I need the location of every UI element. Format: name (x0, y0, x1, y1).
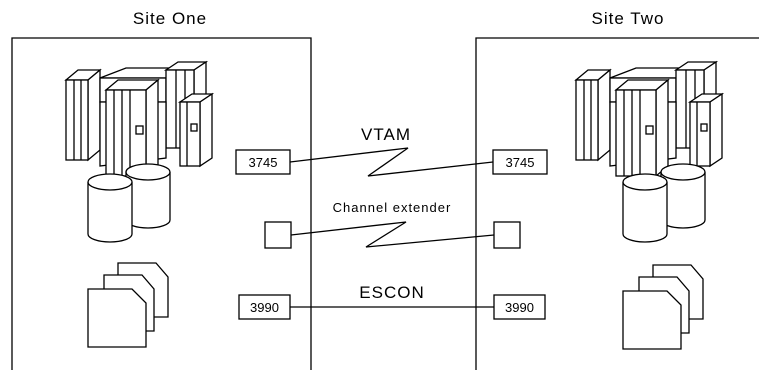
vtam-link-line (289, 147, 494, 177)
vtam-left-device-label: 3745 (249, 155, 278, 170)
site-one-title: Site One (133, 9, 207, 28)
mainframe-icon (65, 61, 213, 177)
vtam-right-device-label: 3745 (506, 155, 535, 170)
channel-extender-left-box (264, 221, 292, 249)
tape-cartridges-icon (87, 262, 169, 348)
disk-storage-icon (622, 163, 706, 243)
mainframe-icon (575, 61, 723, 177)
channel-extender-right-box (493, 221, 521, 249)
vtam-right-device (492, 149, 548, 175)
site-two-frame (475, 37, 759, 370)
tape-cartridges-icon (622, 264, 704, 350)
escon-left-device-label: 3990 (250, 300, 279, 315)
escon-left-device (238, 294, 291, 320)
site-two-title: Site Two (592, 9, 665, 28)
site-one-frame (11, 37, 312, 370)
escon-link-label: ESCON (359, 283, 424, 302)
disk-storage-icon (87, 163, 171, 243)
vtam-link-label: VTAM (361, 125, 411, 144)
escon-right-device-label: 3990 (505, 300, 534, 315)
channel-extender-label: Channel extender (333, 200, 452, 215)
channel-extender-link-line (290, 221, 495, 248)
